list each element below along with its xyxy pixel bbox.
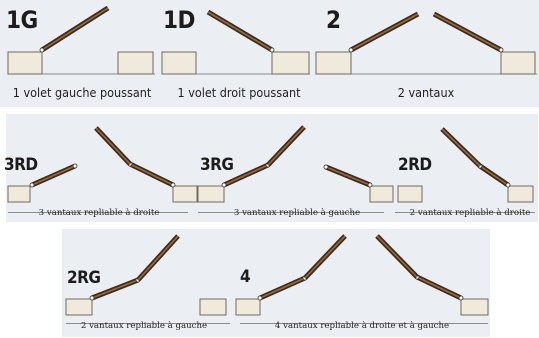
diagram-caption-2rd: 2 vantaux repliable à droite: [409, 208, 531, 218]
divider-line: [240, 323, 488, 324]
diagram-code-1g: 1G: [6, 6, 38, 34]
diagram-code-2rd: 2RD: [398, 155, 432, 175]
diagram-caption-1d: 1 volet droit poussant: [177, 85, 301, 100]
diagram-caption-2: 2 vantaux: [397, 85, 455, 100]
divider-line: [395, 212, 535, 213]
divider-line: [198, 212, 384, 213]
diagram-code-3rg: 3RG: [200, 155, 234, 175]
diagram-code-2: 2: [326, 6, 341, 34]
diagram-caption-3rg: 3 vantaux repliable à gauche: [233, 208, 361, 218]
diagram-code-1d: 1D: [163, 6, 195, 34]
diagram-caption-4: 4 vantaux repliable à droite et à gauche: [274, 321, 450, 331]
divider-line: [66, 323, 230, 324]
diagram-code-3rd: 3RD: [4, 155, 38, 175]
diagram-caption-3rd: 3 vantaux repliable à droite: [38, 208, 160, 218]
diagram-code-4: 4: [240, 267, 251, 287]
middle-row-panel: [6, 114, 538, 222]
diagram-caption-2rg: 2 vantaux repliable à gauche: [80, 321, 208, 331]
divider-line: [8, 212, 188, 213]
diagram-code-2rg: 2RG: [67, 268, 101, 288]
diagram-caption-1g: 1 volet gauche poussant: [12, 85, 152, 100]
